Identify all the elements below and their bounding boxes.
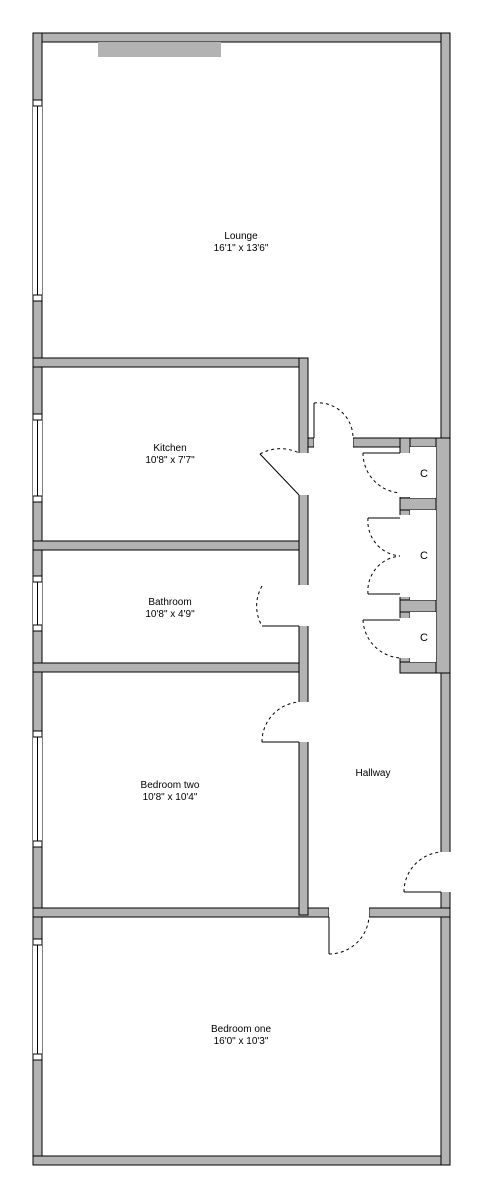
opening-cupboard-3 [399, 618, 411, 658]
wall-bathroom-bedroom-two [32, 662, 309, 673]
lounge-name: Lounge [224, 231, 258, 242]
wall-lounge-hallway-left [307, 437, 315, 448]
door-entrance [403, 851, 442, 893]
bedroom-two-size: 10'8" x 10'4" [143, 792, 198, 803]
wall-corridor-left [298, 357, 309, 916]
hallway-name: Hallway [355, 768, 390, 779]
fireplace-feature [98, 42, 221, 57]
door-cupboard-2 [367, 517, 401, 595]
wall-top [32, 32, 442, 43]
cupboard-2-interior [410, 510, 436, 600]
wall-lounge-kitchen [32, 357, 309, 368]
bedroom-one-size: 16'0" x 10'3" [214, 1036, 269, 1047]
door-openings [298, 437, 451, 918]
interior-walls [32, 357, 451, 918]
kitchen-size: 10'8" x 7'7" [145, 455, 195, 466]
door-lounge [313, 402, 354, 439]
outer-walls [32, 32, 451, 1166]
cupboard-1-interior [410, 447, 436, 498]
wall-kitchen-bathroom [32, 540, 309, 551]
wall-bedroom-two-bedroom-one-right [368, 907, 451, 918]
cupboard-1-label: C [420, 468, 428, 480]
door-kitchen [259, 448, 300, 496]
door-bathroom [256, 585, 299, 627]
doors [256, 402, 442, 955]
door-bedroom-one [328, 916, 370, 955]
cupboard-2-label: C [420, 550, 428, 562]
opening-entrance-door [440, 852, 451, 892]
bathroom-name: Bathroom [148, 597, 191, 608]
room-labels: Lounge 16'1" x 13'6" Kitchen 10'8" x 7'7… [141, 231, 428, 1047]
wall-cupboard-right [435, 437, 451, 674]
wall-bottom [32, 1155, 449, 1166]
opening-lounge-door [314, 437, 353, 448]
wall-right-bedroom-one [440, 907, 451, 1166]
door-cupboard-3 [362, 619, 401, 659]
cupboards [410, 447, 436, 662]
kitchen-name: Kitchen [153, 443, 186, 454]
lounge-size: 16'1" x 13'6" [214, 243, 269, 254]
door-cupboard-1 [362, 452, 401, 494]
opening-bedroom-one-door [329, 907, 369, 918]
bedroom-two-name: Bedroom two [141, 780, 200, 791]
cupboard-3-interior [410, 612, 436, 662]
cupboard-3-label: C [420, 632, 428, 644]
door-bedroom-two [261, 701, 300, 743]
opening-cupboard-2 [399, 515, 411, 597]
bedroom-one-name: Bedroom one [211, 1024, 271, 1035]
bathroom-size: 10'8" x 4'9" [145, 609, 195, 620]
opening-bathroom-door [298, 585, 309, 626]
opening-bedroom-two-door [298, 702, 309, 742]
windows [32, 99, 43, 1061]
opening-kitchen-door [298, 453, 309, 495]
opening-cupboard-1 [399, 453, 411, 497]
wall-right-lounge [440, 32, 451, 439]
wall-bedroom-two-bedroom-one-left [32, 907, 330, 918]
